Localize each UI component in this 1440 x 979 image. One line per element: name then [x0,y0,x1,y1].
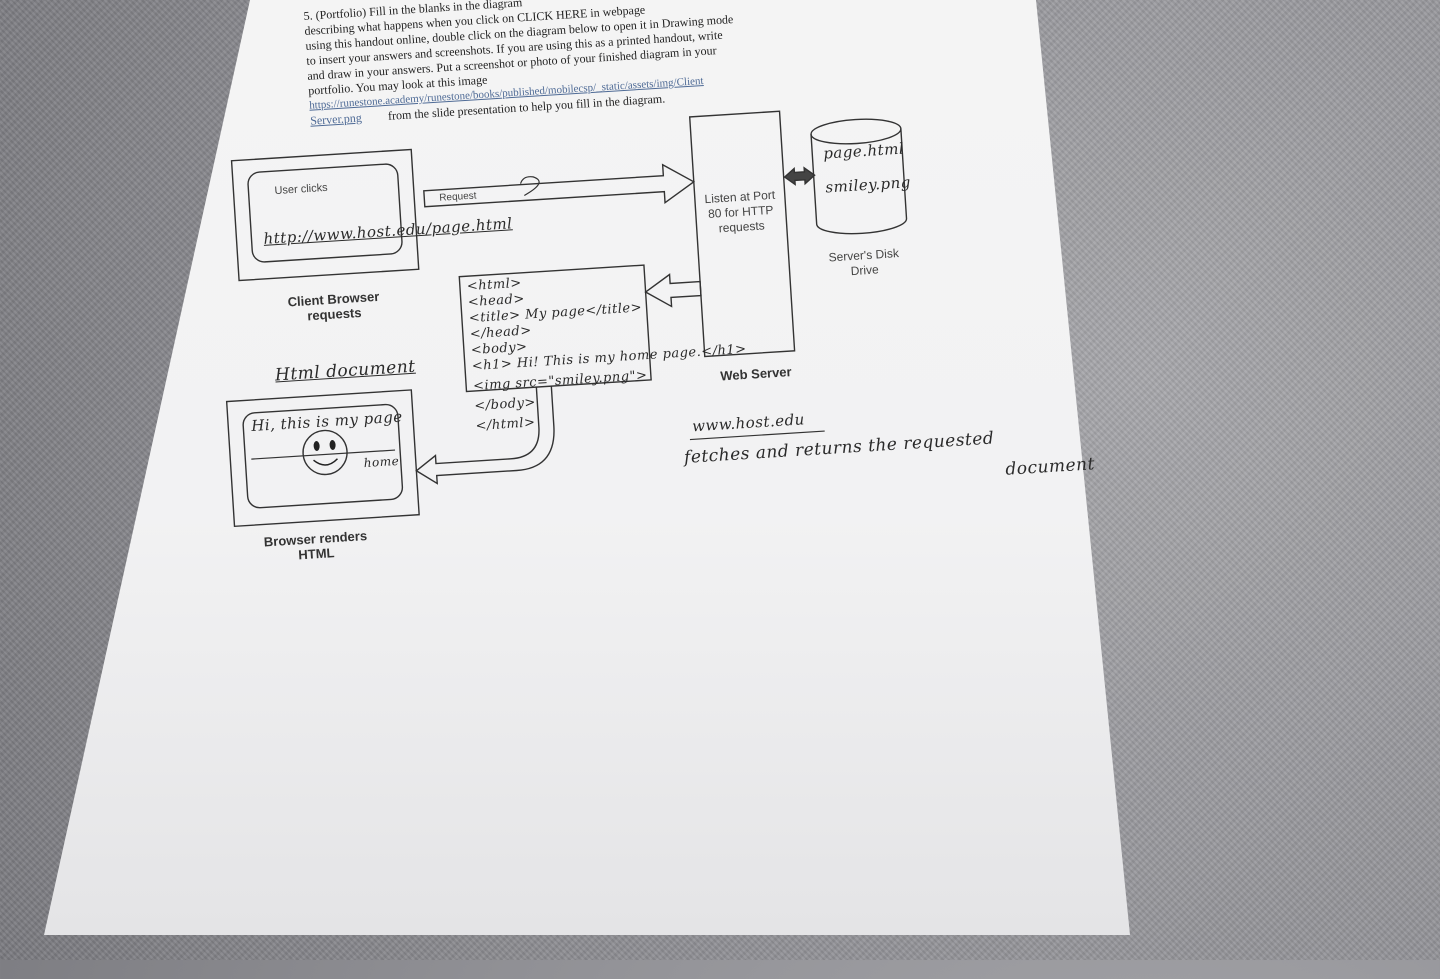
smiley-mouth [313,458,339,466]
request-arrow [423,163,696,208]
disk-drive-body [810,128,908,235]
request-label: Request [438,190,477,204]
disk-drive-top [810,118,902,145]
smiley-left-eye [313,441,320,451]
request-scribble [519,176,540,196]
html-document-box [458,264,652,393]
smiley-right-eye [329,440,336,450]
client-browser-screen [247,163,403,263]
listen-port-label: Listen at Port 80 for HTTP requests [704,187,776,236]
response-arrow [644,273,702,308]
rendered-browser-screen [242,403,404,509]
web-server-box [688,110,796,358]
client-browser-frame [230,148,420,282]
disk-drive-label: Server's Disk Drive [828,246,900,279]
handwritten-rendered-home: home [363,453,400,471]
smiley-face-icon [302,429,348,476]
disk-access-arrow [783,166,816,186]
render-arrow [415,386,555,485]
rendered-browser-frame [225,389,420,528]
